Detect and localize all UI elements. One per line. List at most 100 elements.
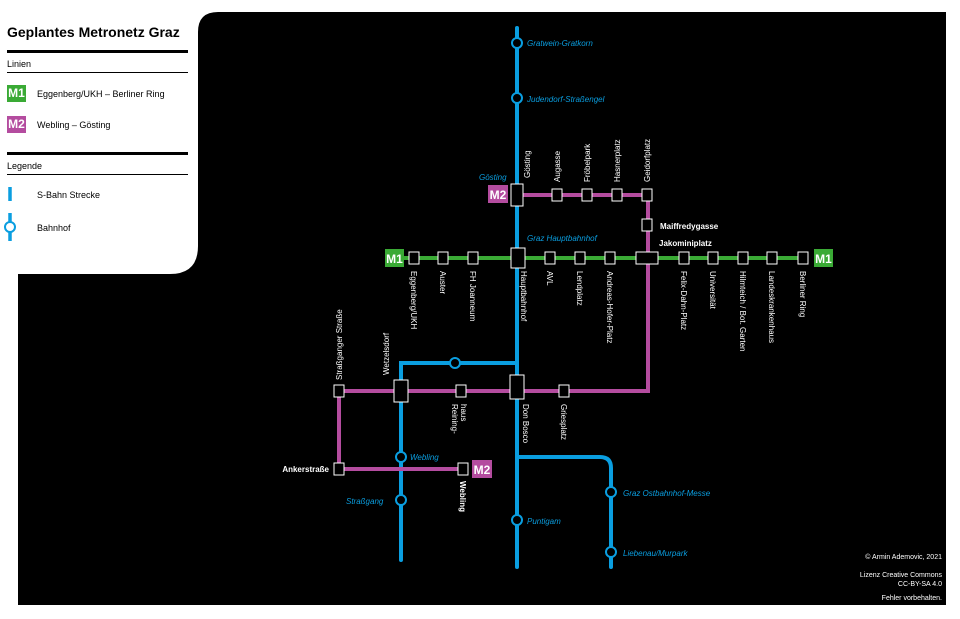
label-griesplatz: Griesplatz (559, 404, 568, 440)
line-badges: M1 M1 M2 M2 (385, 185, 833, 478)
station-reininghaus (455, 384, 467, 398)
m1-legend-label: Eggenberg/UKH – Berliner Ring (37, 89, 165, 99)
metro-stations (333, 183, 809, 476)
station-gratwein (511, 37, 523, 49)
station-lendplatz (574, 251, 586, 265)
label-strassgang: Straßgang (346, 497, 384, 506)
label-reininghaus-line2: haus (459, 404, 468, 421)
label-ankerstrasse: Ankerstraße (282, 465, 329, 474)
map-title: Geplantes Metronetz Graz (7, 24, 180, 40)
label-judendorf: Judendorf-Straßengel (526, 95, 605, 104)
label-eggenberg: Eggenberg/UKH (409, 271, 418, 329)
label-goesting-m2: Gösting (523, 150, 532, 178)
station-strassgang (395, 494, 407, 506)
label-gratwein: Gratwein-Gratkorn (527, 39, 593, 48)
station-froebelpark (581, 188, 593, 202)
label-webling-m2: Webling (458, 481, 467, 512)
station-fh-joanneum (467, 251, 479, 265)
station-geidorfplatz (641, 188, 653, 202)
sbahn-legend-label: S-Bahn Strecke (37, 190, 101, 200)
sbahn-labels: Gratwein-Gratkorn Judendorf-Straßengel G… (346, 39, 711, 558)
station-puntigam (511, 514, 523, 526)
label-berliner-ring: Berliner Ring (798, 271, 807, 317)
station-circle-icon (4, 213, 16, 241)
m2-badge-north-label: M2 (490, 188, 507, 202)
m2-badge-south-label: M2 (474, 463, 491, 477)
label-don-bosco: Don Bosco (521, 404, 530, 444)
station-felix-dahn (678, 251, 690, 265)
station-berliner-ring (797, 251, 809, 265)
station-webling-m2 (457, 462, 469, 476)
label-hasnerplatz: Hasnerplatz (613, 139, 622, 182)
label-geidorfplatz: Geidorfplatz (643, 139, 652, 182)
m2-legend-badge: M2 (7, 116, 26, 133)
title-rule (7, 50, 188, 53)
m1-badge-east (814, 249, 833, 267)
lines-rule (7, 72, 188, 73)
station-avl (544, 251, 556, 265)
m1-legend-badge: M1 (7, 85, 26, 102)
label-froebelpark: Fröbelpark (583, 143, 592, 182)
sbahn-east-branch (515, 455, 613, 569)
label-hauptbahnhof: Hauptbahnhof (519, 271, 528, 322)
m2-badge-south (472, 460, 492, 478)
station-universitaet (707, 251, 719, 265)
station-hauptbahnhof (510, 247, 526, 269)
legend-panel: Geplantes Metronetz Graz Linien M1 Eggen… (0, 0, 200, 270)
label-webling: Webling (410, 453, 439, 462)
label-fh-joanneum: FH Joanneum (468, 271, 477, 322)
legend-heading: Legende (7, 161, 43, 171)
label-augasse: Augasse (553, 150, 562, 182)
label-jakominiplatz: Jakominiplatz (659, 239, 712, 248)
station-hasnerplatz (611, 188, 623, 202)
station-don-bosco (509, 374, 525, 400)
label-universitaet: Universität (708, 271, 717, 310)
metro-labels: Eggenberg/UKH Auster FH Joanneum Hauptba… (282, 139, 807, 474)
m1-badge-west-label: M1 (386, 252, 403, 266)
station-andreas-hofer (604, 251, 616, 265)
m2-badge-north (488, 185, 508, 203)
label-felix-dahn: Felix-Dahn-Platz (679, 271, 688, 330)
label-graz-hbf: Graz Hauptbahnhof (527, 234, 598, 243)
m1-badge-west (385, 249, 404, 267)
label-goesting-sbahn: Gösting (479, 173, 507, 182)
station-maiffredygasse (641, 218, 653, 232)
m1-badge-east-label: M1 (815, 252, 832, 266)
m2-legend-label: Webling – Gösting (37, 120, 111, 130)
label-reininghaus: Reining- haus (450, 404, 468, 436)
label-lendplatz: Lendplatz (575, 271, 584, 306)
label-wetzelsdorf: Wetzelsdorf (382, 332, 391, 375)
label-auster: Auster (438, 271, 447, 294)
label-lkh: Landeskrankenhaus (767, 271, 776, 343)
label-ostbahnhof: Graz Ostbahnhof-Messe (623, 489, 711, 498)
credit-disclaimer: Fehler vorbehalten. (882, 595, 942, 602)
station-augasse (551, 188, 563, 202)
map-background (18, 12, 946, 605)
label-puntigam: Puntigam (527, 517, 561, 526)
label-andreas-hofer: Andreas-Hofer-Platz (605, 271, 614, 343)
station-wetzelsdorf (393, 379, 409, 403)
label-maiffredygasse: Maiffredygasse (660, 222, 719, 231)
station-webling (395, 451, 407, 463)
label-liebenau: Liebenau/Murpark (623, 549, 688, 558)
station-eggenberg (408, 251, 420, 265)
station-ankerstrasse (333, 462, 345, 476)
credit-author: © Armin Ademovic, 2021 (865, 553, 942, 561)
credits: © Armin Ademovic, 2021 Lizenz Creative C… (860, 553, 943, 602)
m2-line (337, 193, 650, 471)
sbahn-line-icon (8, 187, 12, 201)
label-strassganger: Straßganger Straße (335, 309, 344, 380)
station-lkh (766, 251, 778, 265)
lines-heading: Linien (7, 59, 32, 69)
station-goesting-m2 (510, 183, 524, 207)
station-legend-label: Bahnhof (37, 223, 71, 233)
credit-license: Lizenz Creative Commons (860, 572, 943, 579)
station-hilmteich (737, 251, 749, 265)
label-reininghaus-line1: Reining- (450, 404, 459, 434)
sbahn-stations (395, 37, 617, 558)
legend-thin-rule (7, 174, 188, 175)
label-avl: AVL (545, 271, 554, 286)
m2-route (337, 193, 650, 471)
station-judendorf (511, 92, 523, 104)
